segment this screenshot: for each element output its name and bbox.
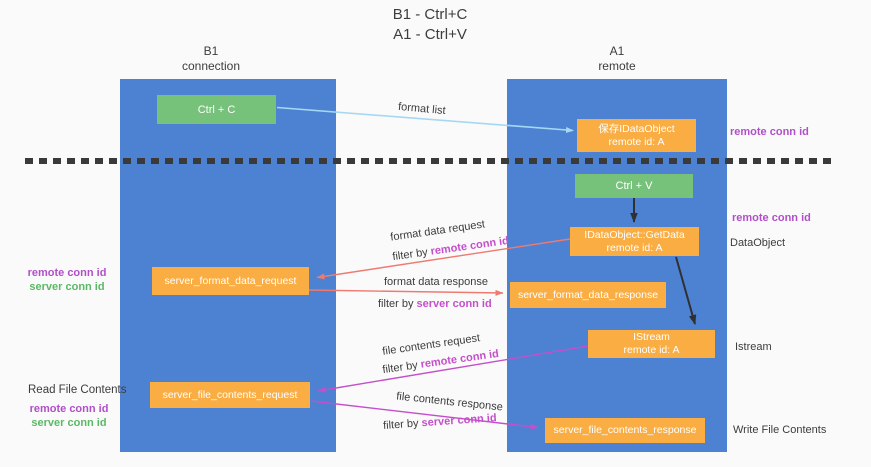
- file-contents-response-filter-label: filter by server conn id: [383, 412, 497, 432]
- filter-by-text: filter by: [378, 298, 417, 310]
- left-conn-id-pair-bottom: remote conn id server conn id: [14, 402, 124, 430]
- server-conn-id-left-bottom: server conn id: [31, 417, 107, 429]
- remote-conn-id-key: remote conn id: [429, 234, 510, 258]
- right-column-name: A1: [609, 44, 625, 58]
- server-file-contents-request-label: server_file_contents_request: [162, 388, 298, 401]
- ctrl-c-label: Ctrl + C: [197, 103, 236, 116]
- ctrl-c-node: Ctrl + C: [157, 95, 276, 124]
- format-data-response-label: format data response: [384, 276, 488, 288]
- left-conn-id-pair-top: remote conn id server conn id: [12, 266, 122, 294]
- format-list-label: format list: [397, 100, 447, 118]
- file-contents-response-label: file contents response: [395, 390, 504, 414]
- format-data-response-arrow: [307, 289, 504, 296]
- remote-conn-id-annotation-mid: remote conn id: [732, 212, 811, 224]
- save-idataobject-line1: 保存IDataObject: [598, 122, 675, 135]
- istream-line2: remote id: A: [623, 344, 680, 356]
- save-idataobject-line2: remote id: A: [608, 135, 665, 148]
- ctrl-v-label: Ctrl + V: [615, 180, 653, 192]
- server-file-contents-request-node: server_file_contents_request: [150, 382, 310, 408]
- diagram-title-line1: B1 - Ctrl+C: [392, 6, 468, 23]
- left-column-header: B1 connection: [120, 44, 302, 74]
- remote-conn-id-key: remote conn id: [419, 347, 500, 371]
- server-conn-id-left-top: server conn id: [29, 281, 105, 293]
- left-column-name: B1: [203, 44, 219, 58]
- server-conn-id-key: server conn id: [416, 298, 492, 310]
- remote-conn-id-left-top: remote conn id: [27, 267, 107, 279]
- server-conn-id-key: server conn id: [421, 412, 497, 430]
- getdata-node: IDataObject::GetData remote id: A: [570, 227, 699, 256]
- read-file-contents-annotation: Read File Contents: [28, 384, 127, 396]
- remote-conn-id-annotation-top: remote conn id: [730, 126, 809, 138]
- dataobject-annotation: DataObject: [730, 237, 786, 249]
- server-format-data-response-node: server_format_data_response: [510, 282, 666, 308]
- diagram-title: B1 - Ctrl+C A1 - Ctrl+V: [320, 5, 540, 45]
- format-data-response-filter-label: filter by server conn id: [378, 298, 492, 310]
- server-format-data-response-label: server_format_data_response: [517, 288, 659, 301]
- server-file-contents-response-node: server_file_contents_response: [545, 418, 705, 443]
- remote-conn-id-left-bottom: remote conn id: [29, 403, 109, 415]
- write-file-contents-annotation: Write File Contents: [733, 424, 827, 436]
- filter-by-text: filter by: [382, 417, 422, 432]
- filter-by-text: filter by: [381, 358, 422, 377]
- filter-by-text: filter by: [391, 245, 432, 264]
- ctrl-v-node: Ctrl + V: [575, 174, 693, 198]
- dashed-separator-line: [25, 158, 833, 164]
- getdata-line2: remote id: A: [606, 241, 663, 254]
- right-column-header: A1 remote: [507, 44, 727, 74]
- save-idataobject-node: 保存IDataObject remote id: A: [577, 119, 696, 152]
- getdata-line1: IDataObject::GetData: [584, 228, 685, 241]
- istream-annotation: Istream: [735, 341, 772, 353]
- left-column-subtitle: connection: [181, 59, 241, 73]
- server-file-contents-response-label: server_file_contents_response: [553, 424, 697, 436]
- istream-node: IStream remote id: A: [588, 330, 715, 358]
- diagram-title-line2: A1 - Ctrl+V: [393, 26, 467, 43]
- right-column-subtitle: remote: [598, 59, 636, 73]
- server-format-data-request-node: server_format_data_request: [152, 267, 309, 295]
- istream-line1: IStream: [633, 331, 670, 343]
- server-format-data-request-label: server_format_data_request: [164, 274, 297, 287]
